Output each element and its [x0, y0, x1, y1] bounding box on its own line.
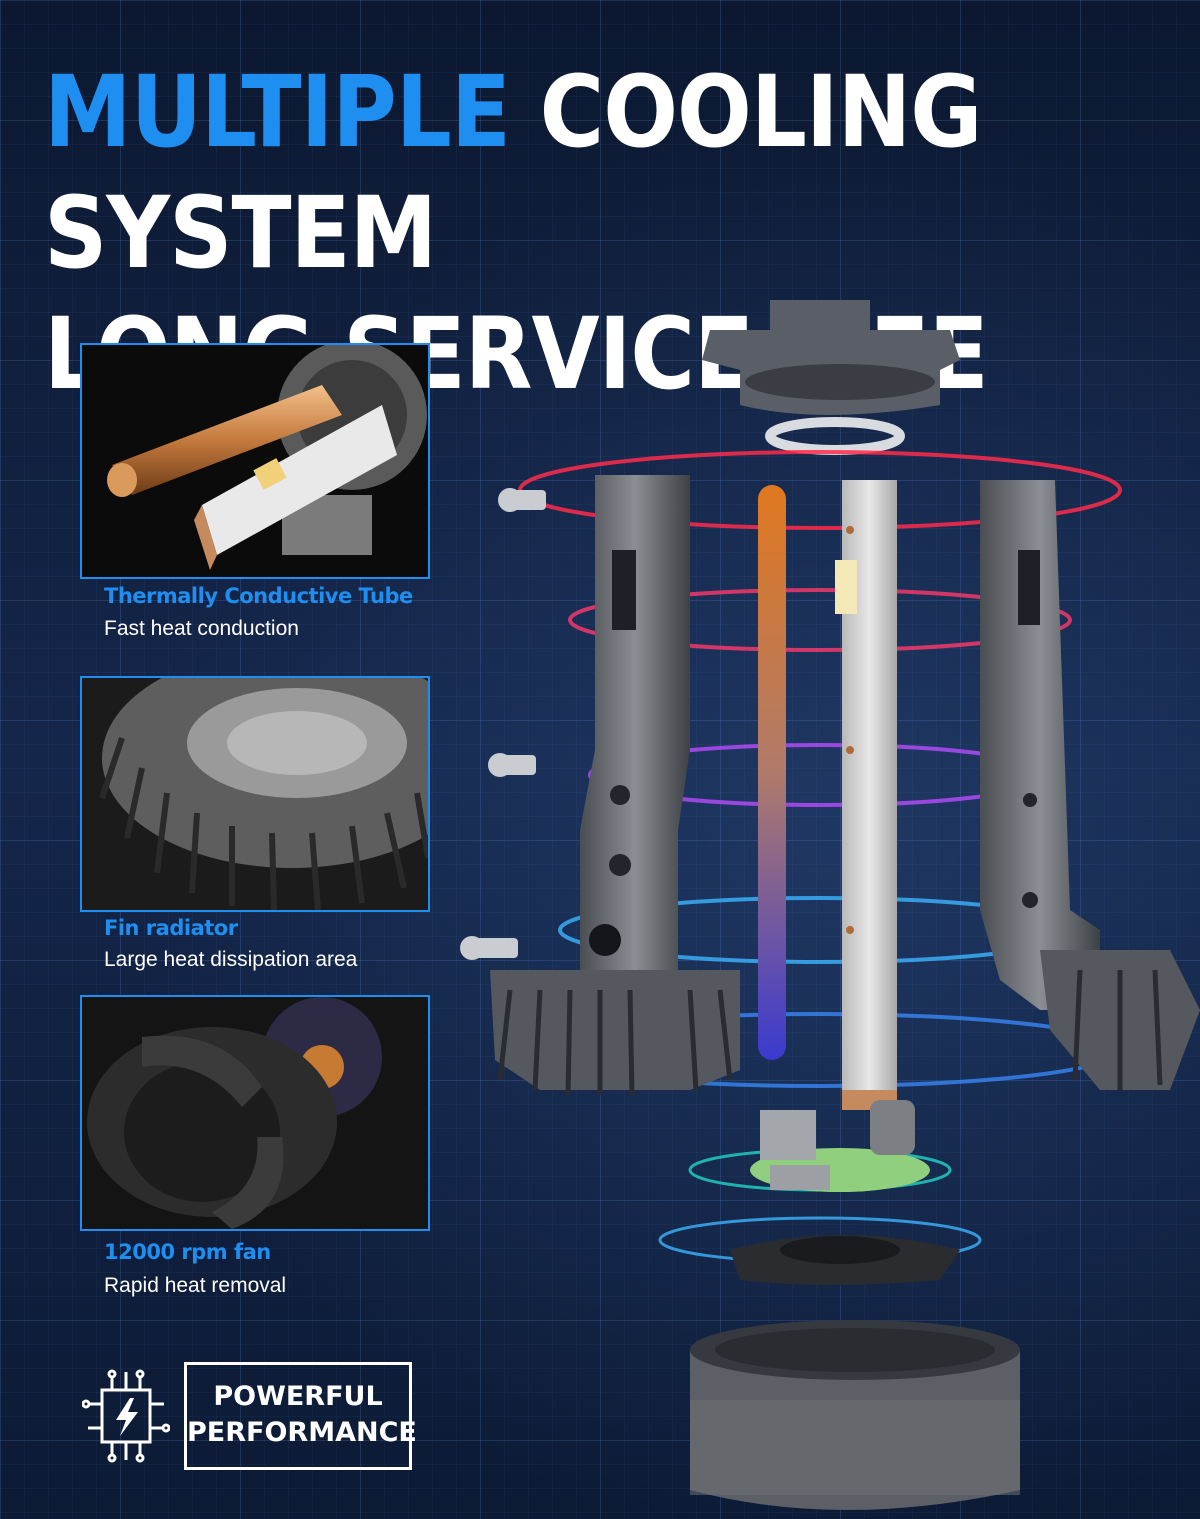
chip-lightning-icon: [82, 1369, 170, 1463]
feature-subtitle-fan: Rapid heat removal: [104, 1274, 287, 1297]
headline-accent: MULTIPLE: [44, 54, 511, 170]
feature-title-fan: 12000 rpm fan: [104, 1240, 271, 1264]
headline-line1: COOLING SYSTEM: [44, 54, 983, 291]
badge-line1: POWERFUL: [213, 1381, 383, 1412]
fin-radiator-image: [80, 676, 430, 912]
fan-image: [80, 995, 430, 1231]
feature-subtitle-fin-radiator: Large heat dissipation area: [104, 948, 358, 971]
powerful-performance-badge: POWERFUL PERFORMANCE: [184, 1362, 417, 1470]
feature-subtitle-heat-pipe: Fast heat conduction: [104, 617, 299, 640]
heat-pipe-image: [80, 343, 430, 579]
exploded-bulb-illustration: [460, 300, 1200, 1510]
feature-title-heat-pipe: Thermally Conductive Tube: [104, 584, 413, 608]
feature-title-fin-radiator: Fin radiator: [104, 916, 238, 940]
badge-line2: PERFORMANCE: [187, 1417, 417, 1448]
